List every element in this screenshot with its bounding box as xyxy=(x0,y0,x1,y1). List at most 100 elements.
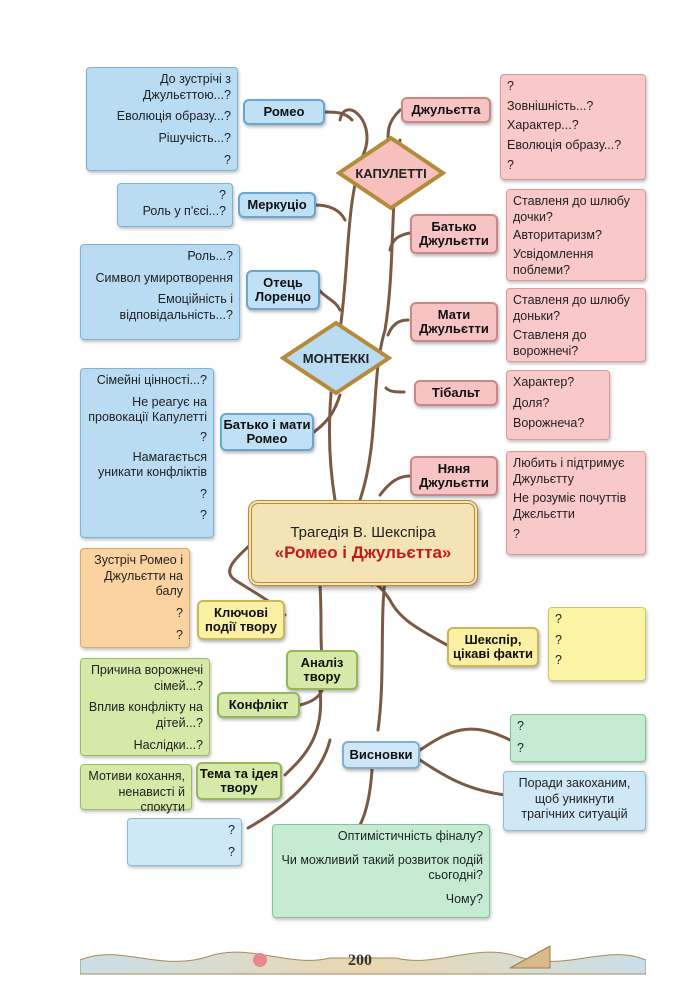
node-romeo-parents: Батько і мати Ромео xyxy=(220,413,314,451)
footer-ornament xyxy=(80,945,646,975)
node-lorenzo: Отець Лоренцо xyxy=(246,270,320,310)
node-tybalt: Тібальт xyxy=(414,380,498,406)
juliet-note: ? xyxy=(507,157,514,172)
node-nurse: Няня Джульєтти xyxy=(410,456,498,496)
romeo-note: До зустрічі з Джульєттою...? xyxy=(142,72,231,102)
mercutio-note: ? xyxy=(219,188,226,202)
theme-note: Мотиви кохання, ненависті й спокути xyxy=(88,769,185,815)
final-question: Оптимістичність фіналу? xyxy=(337,829,483,843)
branch-romeo-parents xyxy=(312,393,342,434)
box-romeo: До зустрічі з Джульєттою...? Еволюція об… xyxy=(86,67,238,171)
branch-romeo xyxy=(323,110,354,122)
shakespeare-note: ? xyxy=(555,653,562,668)
box-theme: Мотиви кохання, ненависті й спокути xyxy=(80,764,192,814)
central-title-author: Трагедія В. Шекспіра xyxy=(290,523,436,541)
box-romeo-parents: Сімейні цінності...? Не реагує на провок… xyxy=(80,368,214,538)
box-mercutio: ? Роль у п'єсі...? xyxy=(117,183,233,227)
key-events-note: ? xyxy=(176,627,183,642)
branch-conclusions-q xyxy=(418,727,512,752)
tybalt-note: Ворожнеча? xyxy=(513,416,585,431)
romeo-parents-note: Намагається уникати конфліктів xyxy=(97,449,207,480)
theme-question: ? xyxy=(228,823,235,837)
juliet-note: Еволюція образу...? xyxy=(507,137,622,152)
conclusions-question: ? xyxy=(517,740,524,755)
box-key-events: Зустріч Ромео і Джульєтти на балу ? ? xyxy=(80,548,190,648)
mercutio-note: Роль у п'єсі...? xyxy=(142,203,226,218)
box-juliet-mother: Ставленя до шлюбу доньки? Ставленя до во… xyxy=(506,288,646,362)
node-shakespeare: Шекспір, цікаві факти xyxy=(447,627,539,667)
branch-bottom xyxy=(358,768,374,827)
nurse-note: ? xyxy=(513,526,520,541)
branch-analysis xyxy=(318,583,324,657)
branch-tybalt xyxy=(384,386,406,394)
tybalt-note: Характер? xyxy=(513,375,575,389)
node-theme: Тема та ідея твору xyxy=(196,762,282,800)
juliet-mother-note: Ставленя до шлюбу доньки? xyxy=(513,293,630,323)
lorenzo-note: Роль...? xyxy=(187,249,233,263)
box-tybalt: Характер? Доля? Ворожнеча? xyxy=(506,370,610,440)
final-question: Чому? xyxy=(445,891,483,906)
juliet-father-note: Ставленя до шлюбу дочки? xyxy=(513,194,630,224)
romeo-parents-note: Сімейні цінності...? xyxy=(96,373,207,387)
central-title-work: «Ромео і Джульєтта» xyxy=(274,542,452,562)
box-conflict: Причина ворожнечі сімей...? Вплив конфлі… xyxy=(80,658,210,756)
romeo-note: Рішучість...? xyxy=(158,130,231,145)
tybalt-note: Доля? xyxy=(513,395,550,410)
lorenzo-note: Символ умиротворення xyxy=(95,270,233,285)
romeo-parents-note: ? xyxy=(200,486,207,501)
branch-conclusions xyxy=(376,578,387,732)
conflict-note: Вплив конфлікту на дітей...? xyxy=(88,700,203,730)
capulets-diamond-shape xyxy=(336,135,446,211)
romeo-parents-note: ? xyxy=(200,508,207,523)
nurse-note: Любить і підтримує Джульєтту xyxy=(513,456,625,486)
branch-advice xyxy=(418,758,507,797)
node-romeo: Ромео xyxy=(243,99,325,125)
final-question: Чи можливий такий розвиток подій сьогодн… xyxy=(281,852,483,883)
montagues-label: МОНТЕККІ xyxy=(302,350,370,366)
branch-theme xyxy=(283,688,323,777)
branch-theme-q xyxy=(246,738,332,830)
juliet-note: Характер...? xyxy=(507,118,579,133)
node-key-events: Ключові події твору xyxy=(197,600,285,640)
juliet-father-note: Авторитаризм? xyxy=(513,228,602,243)
node-juliet-father: Батько Джульєтти xyxy=(410,214,498,254)
shakespeare-note: ? xyxy=(555,612,562,626)
nurse-note: Не розуміє почуттів Джєльєтти xyxy=(513,491,627,521)
node-analysis: Аналіз твору xyxy=(286,650,358,690)
shakespeare-note: ? xyxy=(555,632,562,647)
branch-juliet-father xyxy=(388,231,412,252)
lorenzo-note: Емоційність і відповідальність...? xyxy=(119,292,233,322)
box-advice: Поради закоханим, щоб уникнути трагічних… xyxy=(503,771,646,831)
page-number: 200 xyxy=(348,952,372,969)
box-final-questions: Оптимістичність фіналу? Чи можливий таки… xyxy=(272,824,490,918)
capulets-label: КАПУЛЕТТІ xyxy=(355,165,427,181)
box-juliet: ? Зовнішність...? Характер...? Еволюція … xyxy=(500,74,646,180)
node-juliet: Джульєтта xyxy=(401,97,491,123)
node-conflict: Конфлікт xyxy=(217,692,300,718)
box-theme-questions: ? ? xyxy=(127,818,242,866)
advice-note: Поради закоханим, щоб уникнути трагічних… xyxy=(518,776,631,822)
central-title: Трагедія В. Шекспіра «Ромео і Джульєтта» xyxy=(248,500,478,586)
node-mercutio: Меркуціо xyxy=(238,192,316,218)
branch-lorenzo xyxy=(316,287,342,312)
box-shakespeare: ? ? ? xyxy=(548,607,646,681)
juliet-note: ? xyxy=(507,79,514,93)
romeo-parents-note: Не реагує на провокації Капулетті xyxy=(88,394,207,425)
montagues-diamond-shape xyxy=(280,320,392,396)
conclusions-question: ? xyxy=(517,719,524,733)
box-conclusions-questions: ? ? xyxy=(510,714,646,762)
romeo-parents-note: ? xyxy=(200,429,207,444)
branch-nurse xyxy=(378,474,412,497)
conflict-note: Наслідки...? xyxy=(133,737,203,752)
box-lorenzo: Роль...? Символ умиротворення Емоційніст… xyxy=(80,244,240,340)
key-events-note: ? xyxy=(176,605,183,620)
romeo-note: ? xyxy=(224,152,231,167)
conflict-note: Причина ворожнечі сімей...? xyxy=(90,663,203,693)
node-juliet-mother: Мати Джульєтти xyxy=(410,302,498,342)
trunk-line xyxy=(328,108,369,502)
box-juliet-father: Ставленя до шлюбу дочки? Авторитаризм? У… xyxy=(506,189,646,281)
juliet-mother-note: Ставленя до ворожнечі? xyxy=(513,328,587,358)
branch-mercutio xyxy=(313,203,347,222)
juliet-note: Зовнішність...? xyxy=(507,98,594,113)
branch-juliet-mother xyxy=(386,318,410,337)
